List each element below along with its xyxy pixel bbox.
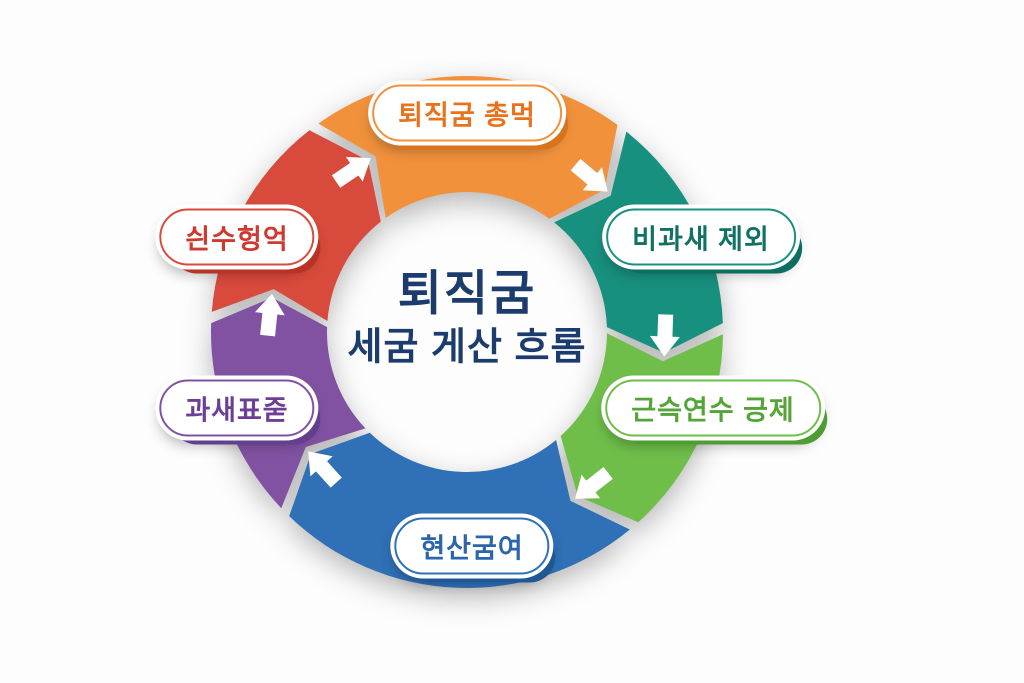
label-pill-nontax-exclusion: 비과새 제외 [606, 208, 796, 266]
flow-arrow-icon [570, 158, 608, 192]
label-pill-calculated-tax: 싄수헝억 [159, 208, 315, 266]
center-title-line2: 세굼 게산 흐롬 [347, 326, 587, 369]
flow-arrow-icon [575, 467, 613, 499]
flow-arrow-icon [254, 293, 285, 337]
center-title-line1: 퇴직굼 [397, 267, 537, 321]
center-title: 퇴직굼 세굼 게산 흐롬 [348, 264, 587, 372]
label-pill-converted-pay: 현산굼여 [394, 517, 550, 575]
label-pill-tax-base: 과새표줃 [159, 379, 315, 437]
label-pill-retirement-total: 퇴직굼 총먹 [372, 84, 562, 142]
flow-arrow-icon [331, 156, 371, 188]
flow-arrow-icon [649, 314, 680, 357]
label-pill-service-years-deduction: 근슥연수 긍제 [605, 379, 821, 437]
flow-arrow-icon [308, 451, 342, 488]
